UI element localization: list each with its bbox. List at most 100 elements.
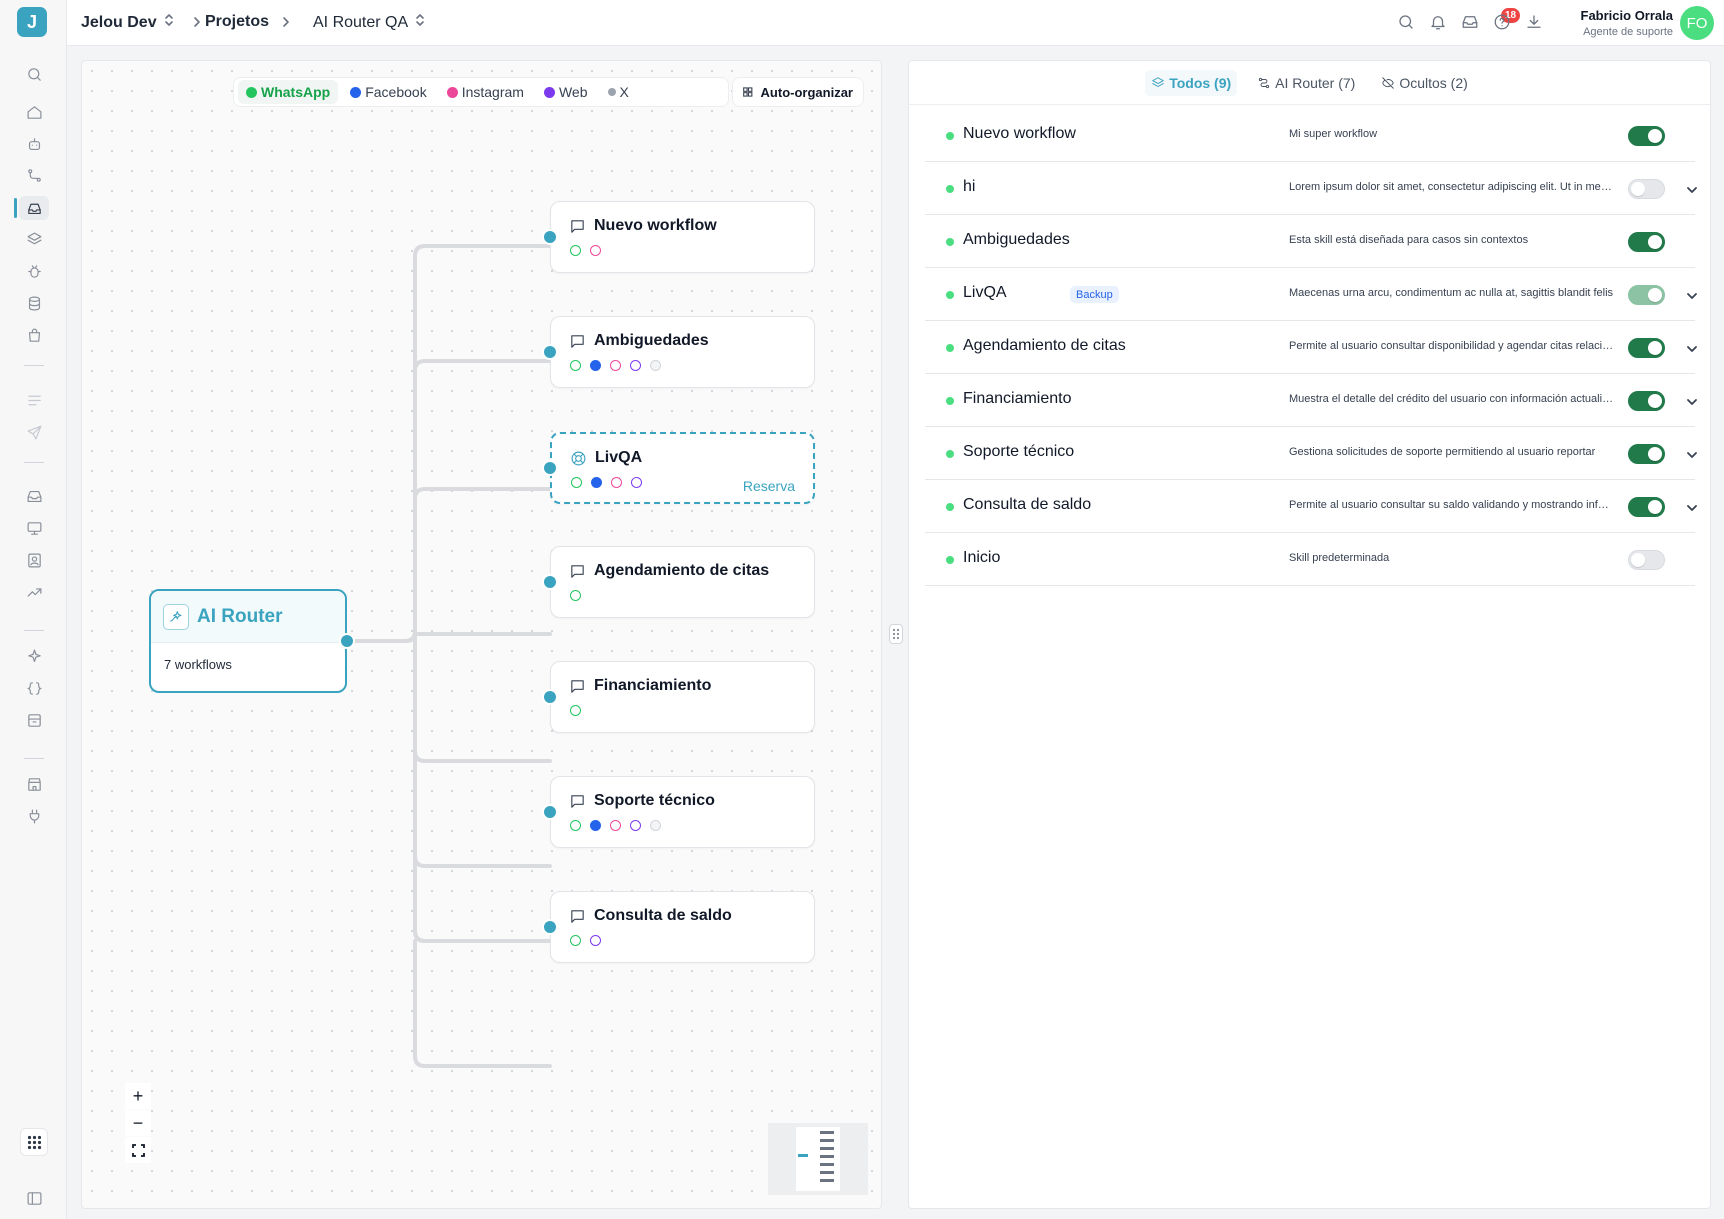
monitor-icon[interactable] [24,518,44,538]
tab-ai-router[interactable]: AI Router (7) [1251,70,1361,96]
sidebar-toggle-icon[interactable] [24,1188,44,1208]
tab-ocultos[interactable]: Ocultos (2) [1375,70,1473,96]
user-name[interactable]: Fabricio Orrala [1580,8,1673,23]
search-icon[interactable] [24,64,44,84]
search-icon[interactable] [1397,13,1417,33]
workflow-input-handle[interactable] [542,574,558,590]
breadcrumb-org-label: Jelou Dev [81,13,157,31]
layers-icon[interactable] [24,229,44,249]
minimap[interactable] [768,1123,868,1195]
chevron-down-icon[interactable] [1686,448,1698,460]
database-icon[interactable] [24,293,44,313]
app-logo[interactable]: J [17,7,47,37]
panel-resize-handle[interactable] [889,624,903,644]
chevron-down-icon[interactable] [1686,342,1698,354]
channel-filter-facebook[interactable]: Facebook [342,80,434,104]
send-icon[interactable] [24,422,44,442]
skill-description: Muestra el detalle del crédito del usuar… [1289,393,1614,405]
breadcrumb-project[interactable]: AI Router QA [313,13,426,32]
workflow-node[interactable]: Ambiguedades [550,316,815,388]
skill-toggle[interactable] [1628,285,1665,305]
zoom-in-button[interactable]: + [125,1083,151,1109]
workflow-node[interactable]: Agendamiento de citas [550,546,815,618]
top-bar: Jelou Dev Projetos AI Router QA 18 Fabri… [67,0,1724,46]
fullscreen-icon [131,1143,145,1157]
workflow-node[interactable]: Nuevo workflow [550,201,815,273]
status-dot [946,185,954,193]
message-square-icon [571,564,584,578]
channel-filter-x[interactable]: X [600,80,637,104]
chevron-down-icon[interactable] [1686,501,1698,513]
trending-icon[interactable] [24,582,44,602]
chevron-down-icon[interactable] [1686,289,1698,301]
channel-filter-instagram[interactable]: Instagram [439,80,532,104]
channel-filter-whatsapp[interactable]: WhatsApp [238,80,339,104]
workflow-input-handle[interactable] [542,229,558,245]
inbox-icon[interactable] [1461,13,1481,33]
download-icon[interactable] [1525,13,1545,33]
workflow-input-handle[interactable] [542,804,558,820]
ai-router-node[interactable]: AI Router 7 workflows [149,589,347,693]
notifications-badge: 18 [1501,8,1521,23]
inbox-stack-icon[interactable] [24,198,44,218]
skill-toggle[interactable] [1628,126,1665,146]
workflow-node[interactable]: Financiamiento [550,661,815,733]
skill-toggle[interactable] [1628,497,1665,517]
channel-filter-label: X [619,84,629,100]
workflow-input-handle[interactable] [542,344,558,360]
bell-icon[interactable] [1429,13,1449,33]
home-icon[interactable] [24,102,44,122]
workflow-input-handle[interactable] [542,689,558,705]
archive-icon[interactable] [24,710,44,730]
contact-icon[interactable] [24,550,44,570]
fit-view-button[interactable] [125,1137,151,1163]
auto-organize-button[interactable]: Auto-organizar [732,77,864,107]
router-output-handle[interactable] [339,633,355,649]
skill-toggle[interactable] [1628,391,1665,411]
chevron-down-icon[interactable] [1686,395,1698,407]
bot-icon[interactable] [24,134,44,154]
skill-toggle[interactable] [1628,550,1665,570]
store-icon[interactable] [24,774,44,794]
skill-toggle[interactable] [1628,179,1665,199]
skill-toggle[interactable] [1628,338,1665,358]
chevron-down-icon[interactable] [1686,183,1698,195]
form-icon[interactable] [24,390,44,410]
shopping-bag-icon[interactable] [24,325,44,345]
inbox-icon[interactable] [24,486,44,506]
skill-toggle[interactable] [1628,444,1665,464]
workflow-input-handle[interactable] [542,919,558,935]
zoom-out-button[interactable]: − [125,1110,151,1136]
x-icon [650,360,661,371]
apps-grid-button[interactable] [20,1128,48,1156]
workflow-node[interactable]: Soporte técnico [550,776,815,848]
flow-icon[interactable] [24,165,44,185]
code-braces-icon[interactable] [24,678,44,698]
channel-filter-web[interactable]: Web [536,80,596,104]
bug-icon[interactable] [24,261,44,281]
breadcrumb-section[interactable]: Projetos [205,13,269,31]
status-dot [946,503,954,511]
sparkles-icon[interactable] [24,646,44,666]
workflow-input-handle[interactable] [542,460,558,476]
breadcrumb-org[interactable]: Jelou Dev [81,13,175,32]
workflow-node[interactable]: Consulta de saldo [550,891,815,963]
help-icon[interactable] [1493,13,1513,33]
avatar[interactable]: FO [1680,6,1714,40]
plug-icon[interactable] [24,806,44,826]
skill-toggle[interactable] [1628,232,1665,252]
tab-todos[interactable]: Todos (9) [1145,69,1238,96]
web-icon [590,935,601,946]
